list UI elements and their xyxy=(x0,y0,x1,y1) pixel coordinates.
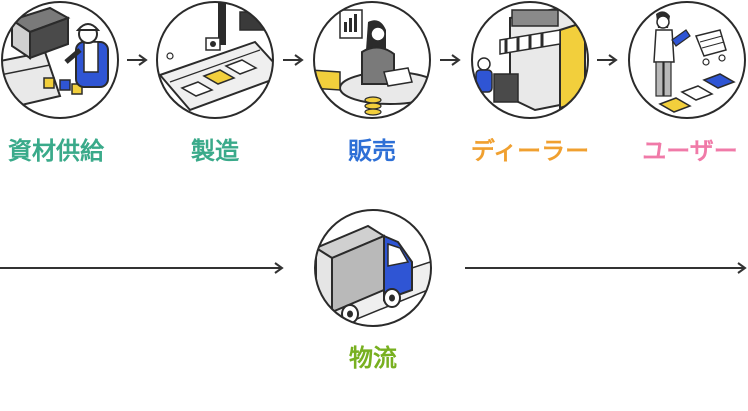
dealer-frame xyxy=(471,1,589,119)
supply-frame xyxy=(1,1,119,119)
logistics-illustration xyxy=(315,210,431,326)
user-illustration xyxy=(629,2,745,118)
sales-illustration xyxy=(314,2,430,118)
manufacturing-illustration xyxy=(157,2,273,118)
manufacturing-frame xyxy=(156,1,274,119)
dealer-illustration xyxy=(472,2,588,118)
sales-frame xyxy=(313,1,431,119)
stage-label-dealer: ディーラー xyxy=(470,137,590,165)
logistics-frame xyxy=(314,209,432,327)
user-frame xyxy=(628,1,746,119)
stage-label-logistics: 物流 xyxy=(349,344,397,372)
stage-label-supply: 資材供給 xyxy=(8,137,104,165)
stage-label-sales: 販売 xyxy=(348,137,396,165)
stage-label-user: ユーザー xyxy=(642,137,738,165)
supply-illustration xyxy=(2,2,118,118)
stage-label-manufacturing: 製造 xyxy=(191,137,239,165)
